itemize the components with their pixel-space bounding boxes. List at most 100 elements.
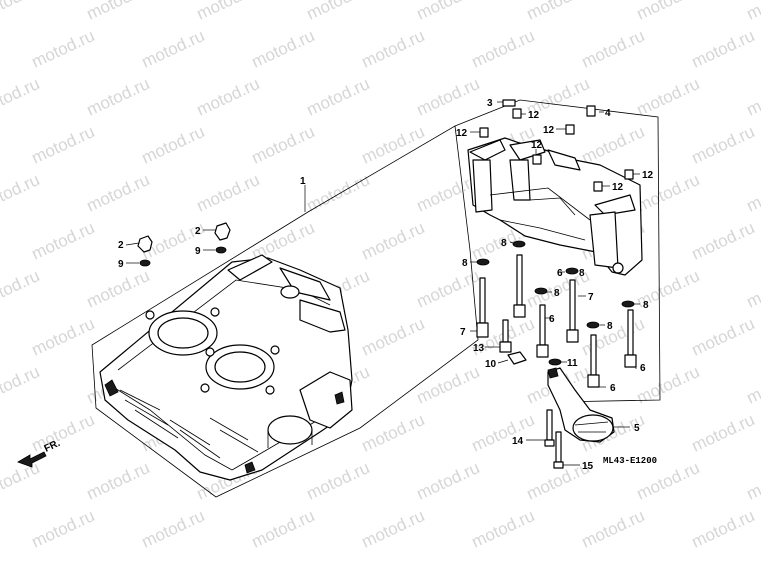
watermark-text: motod.ru — [0, 266, 42, 312]
callout-2-center: 2 — [195, 226, 201, 237]
watermark-text: motod.ru — [29, 122, 98, 168]
callout-8-a: 8 — [462, 258, 468, 269]
callout-7-a: 7 — [460, 327, 466, 338]
callout-3: 3 — [487, 98, 493, 109]
watermark-text: motod.ru — [84, 170, 153, 216]
watermark-text: motod.ru — [84, 458, 153, 504]
bolt-6a — [536, 304, 549, 358]
callout-9-left: 9 — [118, 259, 124, 270]
callout-15: 15 — [582, 461, 594, 472]
watermark-text: motod.ru — [29, 26, 98, 72]
watermark-text: motod.ru — [84, 266, 153, 312]
bearing-bridge-assembly — [454, 99, 661, 403]
watermark-text: motod.ru — [579, 314, 648, 360]
callout-labels: 1 2 9 2 9 3 12 12 12 12 4 12 12 8 8 8 6 … — [118, 98, 654, 472]
callout-9-center: 9 — [195, 246, 201, 257]
watermark-text: motod.ru — [29, 410, 98, 456]
bolt-6b — [624, 309, 637, 368]
watermark-text: motod.ru — [744, 0, 761, 24]
watermark-text: motod.ru — [414, 362, 483, 408]
watermark-text: motod.ru — [29, 218, 98, 264]
watermark-text: motod.ru — [469, 506, 538, 552]
callout-8-f: 8 — [579, 268, 585, 279]
watermark-text: motod.ru — [304, 74, 373, 120]
watermark-text: motod.ru — [304, 0, 373, 24]
watermark-text: motod.ru — [359, 314, 428, 360]
watermark-text: motod.ru — [414, 74, 483, 120]
watermark-text: motod.ru — [139, 26, 208, 72]
callout-8-e: 8 — [643, 300, 649, 311]
watermark-text: motod.ru — [29, 314, 98, 360]
watermark-text: motod.ru — [194, 74, 263, 120]
watermark-text: motod.ru — [359, 122, 428, 168]
callout-5: 5 — [634, 423, 640, 434]
watermark-text: motod.ru — [359, 506, 428, 552]
watermark-text: motod.ru — [0, 170, 42, 216]
left-fitting-2 — [137, 235, 153, 267]
watermark-text: motod.ru — [359, 218, 428, 264]
watermark-text: motod.ru — [249, 26, 318, 72]
watermark-text: motod.ru — [304, 458, 373, 504]
callout-12-e: 12 — [612, 182, 624, 193]
watermark-text: motod.ru — [249, 506, 318, 552]
watermark-text: motod.ru — [579, 122, 648, 168]
watermark-text: motod.ru — [689, 410, 758, 456]
watermark-text: motod.ru — [524, 0, 593, 24]
watermark-text: motod.ru — [469, 410, 538, 456]
watermark-text: motod.ru — [744, 266, 761, 312]
watermark-text: motod.ru — [414, 458, 483, 504]
callout-6-c: 6 — [640, 363, 646, 374]
watermark-text: motod.ru — [689, 218, 758, 264]
callout-8-c: 8 — [554, 288, 560, 299]
diagram-code: ML43-E1200 — [603, 456, 657, 466]
watermark-text: motod.ru — [0, 74, 42, 120]
bolt-14 — [544, 409, 555, 447]
watermark-text: motod.ru — [744, 458, 761, 504]
watermark-text: motod.ru — [689, 122, 758, 168]
callout-6-d: 6 — [610, 383, 616, 394]
bolt-7b — [566, 279, 579, 343]
bolt-7a — [476, 277, 489, 338]
callout-8-d: 8 — [607, 321, 613, 332]
watermark-text: motod.ru — [359, 410, 428, 456]
callout-7-b: 7 — [588, 292, 594, 303]
leader-lines — [125, 101, 640, 466]
callout-12-c: 12 — [543, 125, 555, 136]
watermark-text: motod.ru — [249, 122, 318, 168]
bolt-15 — [553, 431, 564, 469]
callout-10: 10 — [485, 359, 497, 370]
callout-2-left: 2 — [118, 240, 124, 251]
callout-14: 14 — [512, 436, 524, 447]
watermark-text: motod.ru — [689, 506, 758, 552]
callout-6-b: 6 — [549, 314, 555, 325]
watermark-text: motod.ru — [689, 314, 758, 360]
callout-12-d: 12 — [531, 140, 543, 151]
watermark-text: motod.ru — [744, 170, 761, 216]
watermark-text: motod.ru — [744, 362, 761, 408]
watermark-text: motod.ru — [469, 26, 538, 72]
watermark-text: motod.ru — [634, 74, 703, 120]
oil-strainer — [547, 367, 615, 443]
watermark-text: motod.ru — [194, 170, 263, 216]
crankcase-assembly — [91, 125, 479, 498]
callout-1: 1 — [300, 176, 306, 187]
callout-6-a: 6 — [557, 268, 563, 279]
watermark-text: motod.ru — [84, 0, 153, 24]
bolt-6c — [587, 334, 600, 388]
watermark-text: motod.ru — [0, 458, 42, 504]
watermark-text: motod.ru — [359, 26, 428, 72]
watermark-text: motod.ru — [744, 74, 761, 120]
watermark-text: motod.ru — [0, 0, 42, 24]
watermark-text: motod.ru — [139, 122, 208, 168]
callout-12-a: 12 — [528, 110, 540, 121]
watermark-text: motod.ru — [579, 26, 648, 72]
watermark-text: motod.ru — [194, 0, 263, 24]
callout-11: 11 — [567, 358, 578, 369]
watermark-text: motod.ru — [84, 74, 153, 120]
callout-12-b: 12 — [456, 128, 468, 139]
callout-8-b: 8 — [501, 238, 507, 249]
watermark-text: motod.ru — [414, 0, 483, 24]
watermark-text: motod.ru — [139, 506, 208, 552]
